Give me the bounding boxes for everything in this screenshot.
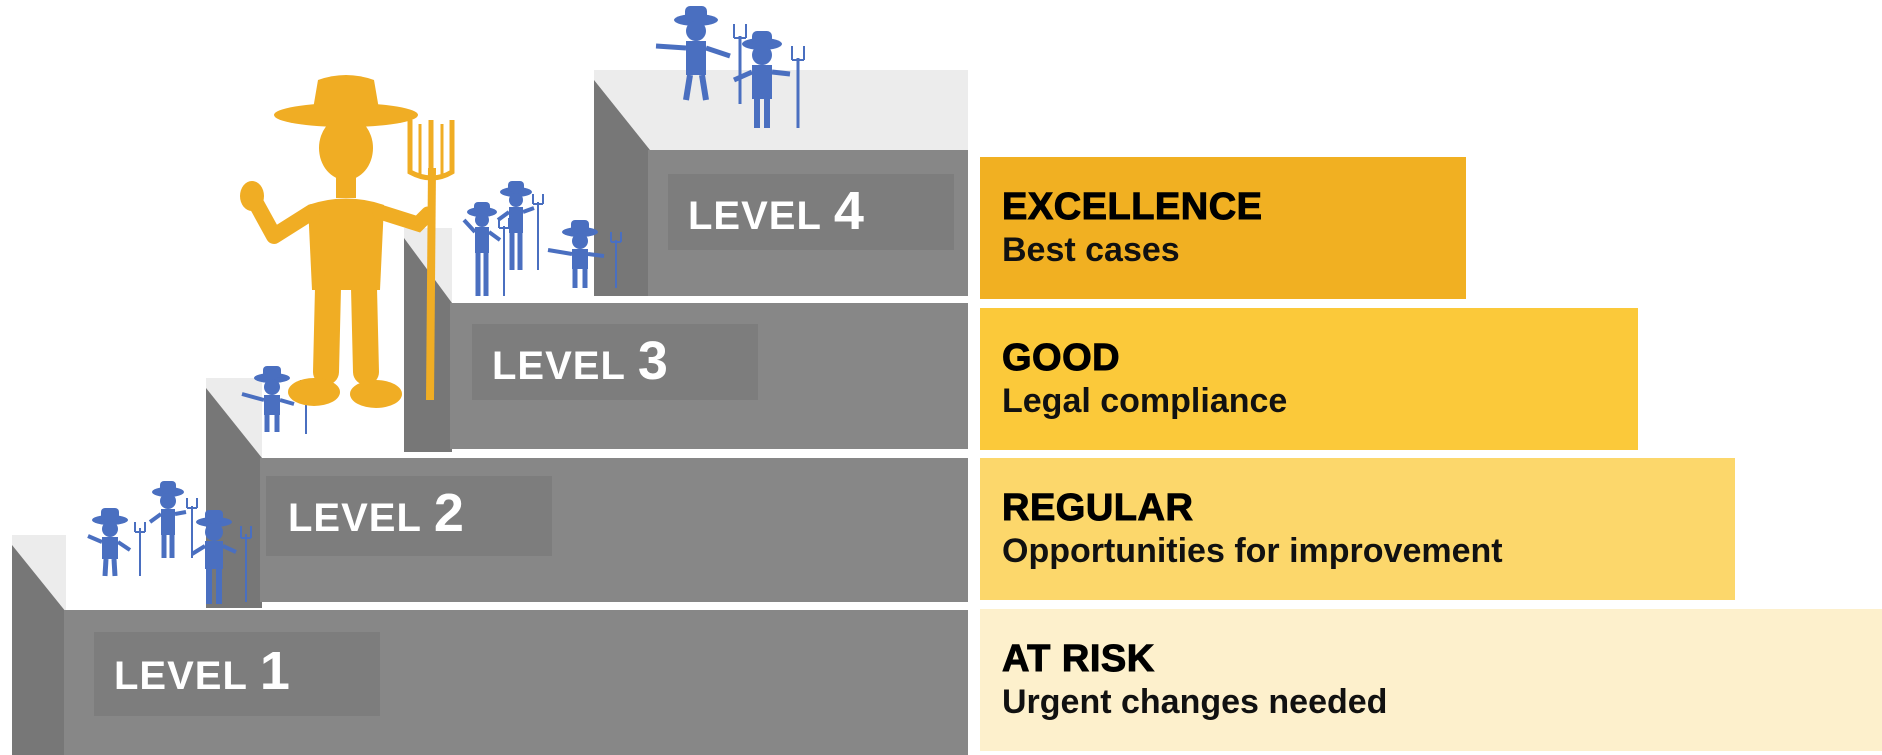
step-label-level-1: LEVEL 1 (114, 640, 290, 702)
step-label-number: 3 (637, 331, 668, 391)
band-at-risk: AT RISK Urgent changes needed (980, 609, 1882, 751)
band-good: GOOD Legal compliance (980, 308, 1638, 450)
step-4-tread (594, 70, 968, 150)
step-label-word: LEVEL (492, 344, 626, 388)
step-label-level-3: LEVEL 3 (492, 330, 668, 392)
band-description: Legal compliance (1002, 382, 1288, 420)
small-farmer-icon (462, 202, 510, 296)
large-farmer-icon (240, 75, 455, 408)
step-3-label-panel (472, 324, 758, 400)
small-farmer-icon (190, 510, 252, 604)
band-description: Urgent changes needed (1002, 683, 1388, 721)
step-2-label-panel (266, 476, 552, 556)
step-label-word: LEVEL (688, 194, 822, 238)
step-1-label-panel (94, 632, 380, 716)
staircase-graphic (12, 6, 968, 755)
band-title: AT RISK (1002, 638, 1155, 681)
step-4-side (594, 80, 650, 296)
step-label-word: LEVEL (114, 654, 248, 698)
step-4-label-panel (668, 174, 954, 250)
small-farmer-icon (148, 481, 198, 558)
band-description: Opportunities for improvement (1002, 532, 1503, 570)
small-farmer-icon (87, 508, 146, 577)
small-farmer-icon (732, 31, 805, 128)
band-title: GOOD (1002, 337, 1121, 380)
small-farmer-icon (547, 220, 622, 288)
step-label-level-4: LEVEL 4 (688, 180, 864, 242)
band-description: Best cases (1002, 231, 1180, 269)
step-label-level-2: LEVEL 2 (288, 482, 464, 544)
small-farmer-icon (655, 6, 747, 104)
band-title: EXCELLENCE (1002, 186, 1263, 229)
band-regular: REGULAR Opportunities for improvement (980, 458, 1735, 600)
step-1-side (12, 545, 66, 755)
band-title: REGULAR (1002, 487, 1194, 530)
small-farmer-icon (496, 181, 544, 270)
band-excellence: EXCELLENCE Best cases (980, 157, 1466, 299)
step-label-number: 1 (259, 641, 290, 701)
step-label-number: 2 (433, 483, 464, 543)
step-label-number: 4 (833, 181, 864, 241)
step-label-word: LEVEL (288, 496, 422, 540)
